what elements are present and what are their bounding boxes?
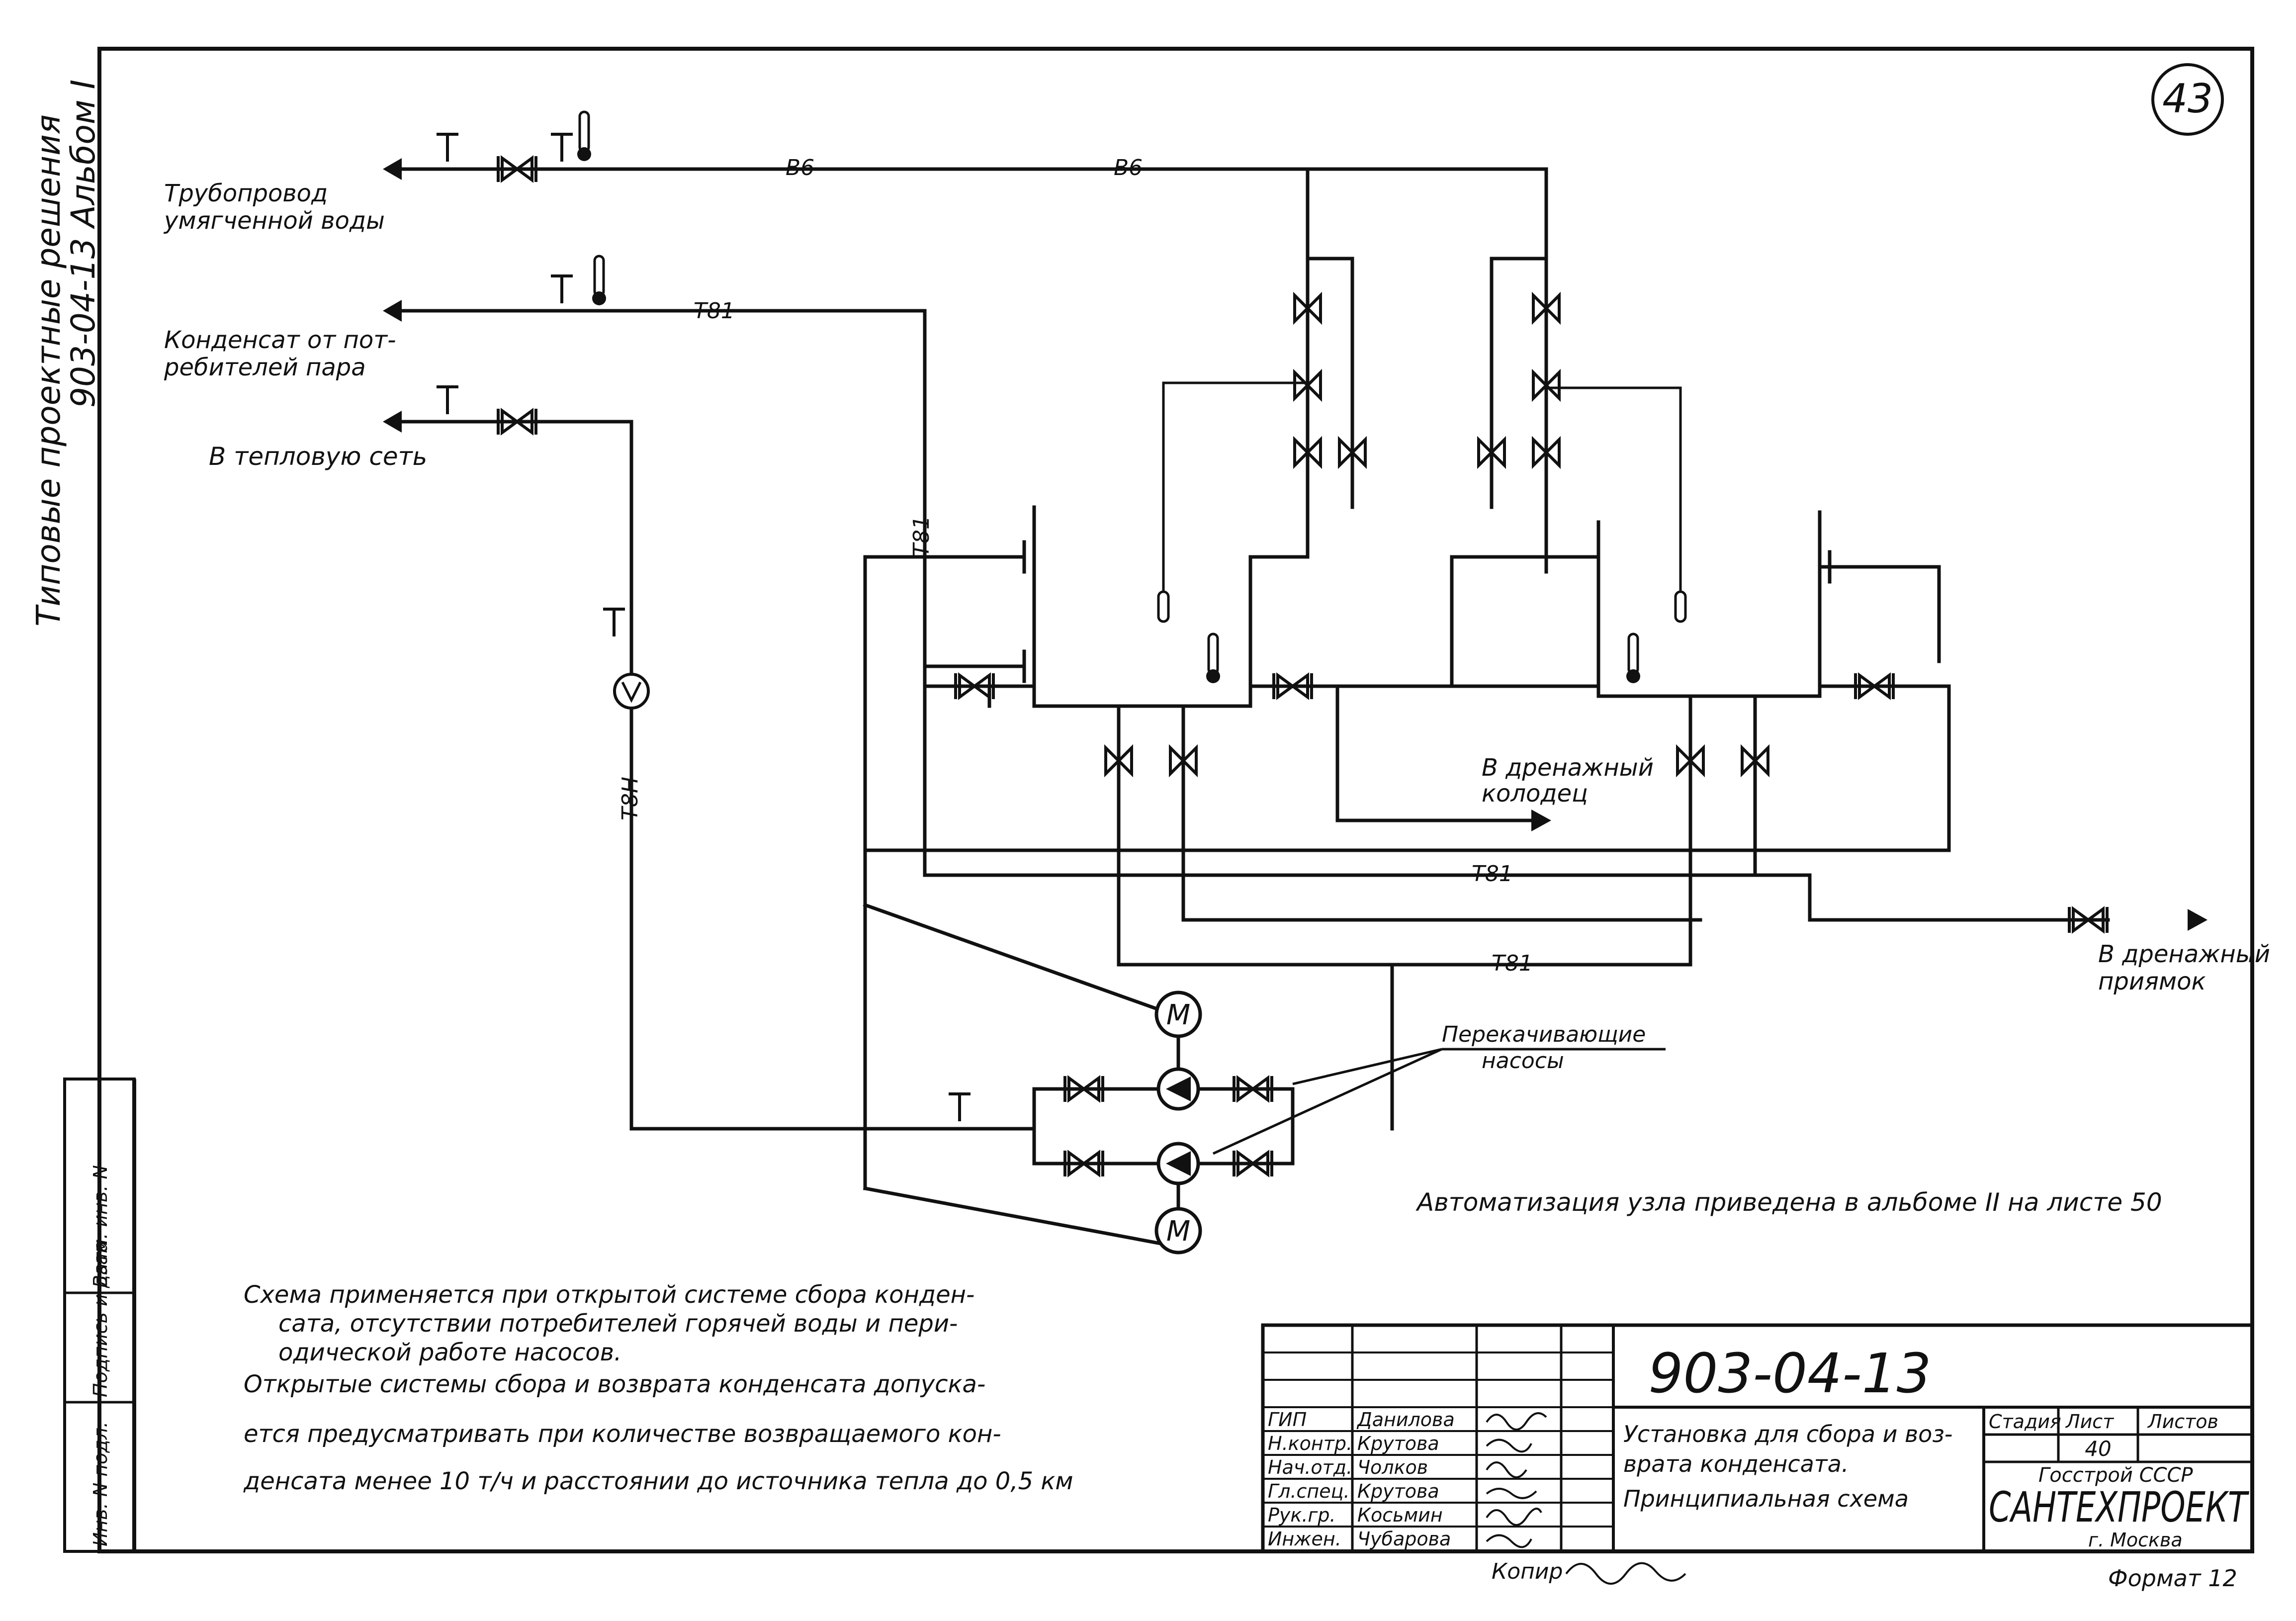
name-0: Данилова — [1356, 1409, 1455, 1431]
collector-headers: Т81 Т81 В дренажный приямок — [863, 848, 2270, 1131]
heat-network-line: Т8Н В тепловую сеть — [209, 387, 1036, 1131]
svg-text:43: 43 — [2162, 76, 2213, 122]
title-block: ГИП Данилова Н.контр. Крутова Нач.отд. Ч… — [1261, 1323, 2254, 1553]
note-line-6: денсата менее 10 т/ч и расстоянии до ист… — [243, 1467, 1073, 1495]
pump-group: М М Перекачивающие насосы — [863, 848, 1666, 1255]
general-notes: Схема применяется при открытой системе с… — [243, 1281, 1073, 1495]
motor-top-label: М — [1166, 999, 1190, 1031]
collector-code-2: Т81 — [1492, 951, 1533, 976]
condensate-code-2: Т81 — [909, 516, 934, 557]
pumps-caption-2: насосы — [1482, 1048, 1564, 1074]
drain-well-label-2: колодец — [1482, 780, 1588, 808]
tank-left — [1032, 505, 1252, 708]
copier-label: Копир — [1492, 1559, 1563, 1584]
role-4: Рук.гр. — [1268, 1504, 1336, 1526]
drain-pit-label-2: приямок — [2098, 968, 2206, 995]
org-city: г. Москва — [2088, 1529, 2183, 1551]
signatures — [1486, 1412, 1547, 1548]
role-2: Нач.отд. — [1268, 1456, 1352, 1478]
tank-interconnects: В дренажный колодец — [863, 540, 1951, 852]
album-label: 903-04-13 Альбом I — [64, 80, 102, 408]
name-2: Чолков — [1357, 1456, 1428, 1478]
title-line-1: Установка для сбора и воз- — [1623, 1421, 1952, 1447]
motor-bottom-label: М — [1166, 1215, 1190, 1248]
motor-top — [1154, 991, 1202, 1038]
note-line-1: Схема применяется при открытой системе с… — [244, 1281, 974, 1309]
format-label: Формат 12 — [2108, 1565, 2237, 1592]
soft-water-label-2: умягченной воды — [163, 207, 385, 235]
soft-water-feed — [1157, 167, 1687, 623]
drain-pit-label-1: В дренажный — [2098, 940, 2270, 968]
series-label: Типовые проектные решения — [29, 114, 68, 627]
sheets-header: Листов — [2147, 1411, 2218, 1433]
network-label: В тепловую сеть — [209, 442, 427, 471]
stamp-sign-label: Подпись и дата — [89, 1241, 111, 1397]
soft-water-line: В6 В6 Трубопровод умягченной воды — [163, 112, 1548, 235]
role-0: ГИП — [1268, 1409, 1307, 1431]
stamp-replace-label: Взам. инв. N — [89, 1165, 111, 1288]
soft-water-code-2: В6 — [1114, 155, 1143, 180]
automation-note: Автоматизация узла приведена в альбоме I… — [1415, 1188, 2162, 1217]
stamp-inv-label: Инв. N подл. — [89, 1422, 111, 1546]
sheet-number-badge: 43 — [2151, 63, 2224, 136]
left-stamp: Инв. N подл. Подпись и дата Взам. инв. N — [63, 1078, 136, 1553]
org-name: САНТЕХПРОЕКТ — [1989, 1483, 2249, 1531]
tank-outlets — [1106, 694, 1768, 967]
condensate-in-line: Т81 Т81 Конденсат от пот- ребителей пара — [164, 256, 934, 877]
role-1: Н.контр. — [1268, 1433, 1352, 1454]
stage-header: Стадия — [1989, 1411, 2061, 1433]
network-code: Т8Н — [618, 777, 643, 820]
note-line-2: сата, отсутствии потребителей горячей во… — [278, 1310, 958, 1338]
tank-right — [1596, 510, 1822, 698]
soft-water-label-1: Трубопровод — [164, 180, 328, 207]
project-code: 903-04-13 — [1648, 1342, 1931, 1405]
name-4: Косьмин — [1357, 1504, 1443, 1526]
copier-signature — [1565, 1562, 1686, 1585]
role-3: Гл.спец. — [1268, 1480, 1350, 1502]
motor-bottom — [1154, 1207, 1202, 1255]
note-line-3: одической работе насосов. — [278, 1339, 621, 1366]
pumps-caption-1: Перекачивающие — [1442, 1022, 1646, 1047]
name-1: Крутова — [1357, 1433, 1439, 1454]
drawing-frame — [97, 47, 2254, 1553]
title-line-3: Принципиальная схема — [1623, 1485, 1909, 1512]
condensate-code-1: Т81 — [694, 298, 735, 324]
sheet-value: 40 — [2085, 1437, 2111, 1461]
note-line-4: Открытые системы сбора и возврата конден… — [244, 1370, 985, 1398]
org-line1: Госстрой СССР — [2038, 1464, 2193, 1487]
condensate-label-2: ребителей пара — [164, 354, 366, 381]
condensate-label-1: Конденсат от пот- — [164, 326, 396, 354]
drain-well-label-1: В дренажный — [1482, 754, 1654, 782]
name-5: Чубарова — [1357, 1528, 1451, 1550]
collector-code-1: Т81 — [1472, 861, 1513, 887]
note-line-5: ется предусматривать при количестве возв… — [244, 1420, 1001, 1448]
sheet-header: Лист — [2065, 1411, 2115, 1433]
name-3: Крутова — [1357, 1480, 1439, 1502]
role-5: Инжен. — [1268, 1528, 1341, 1550]
title-line-2: врата конденсата. — [1623, 1450, 1849, 1477]
soft-water-code-1: В6 — [786, 155, 814, 180]
